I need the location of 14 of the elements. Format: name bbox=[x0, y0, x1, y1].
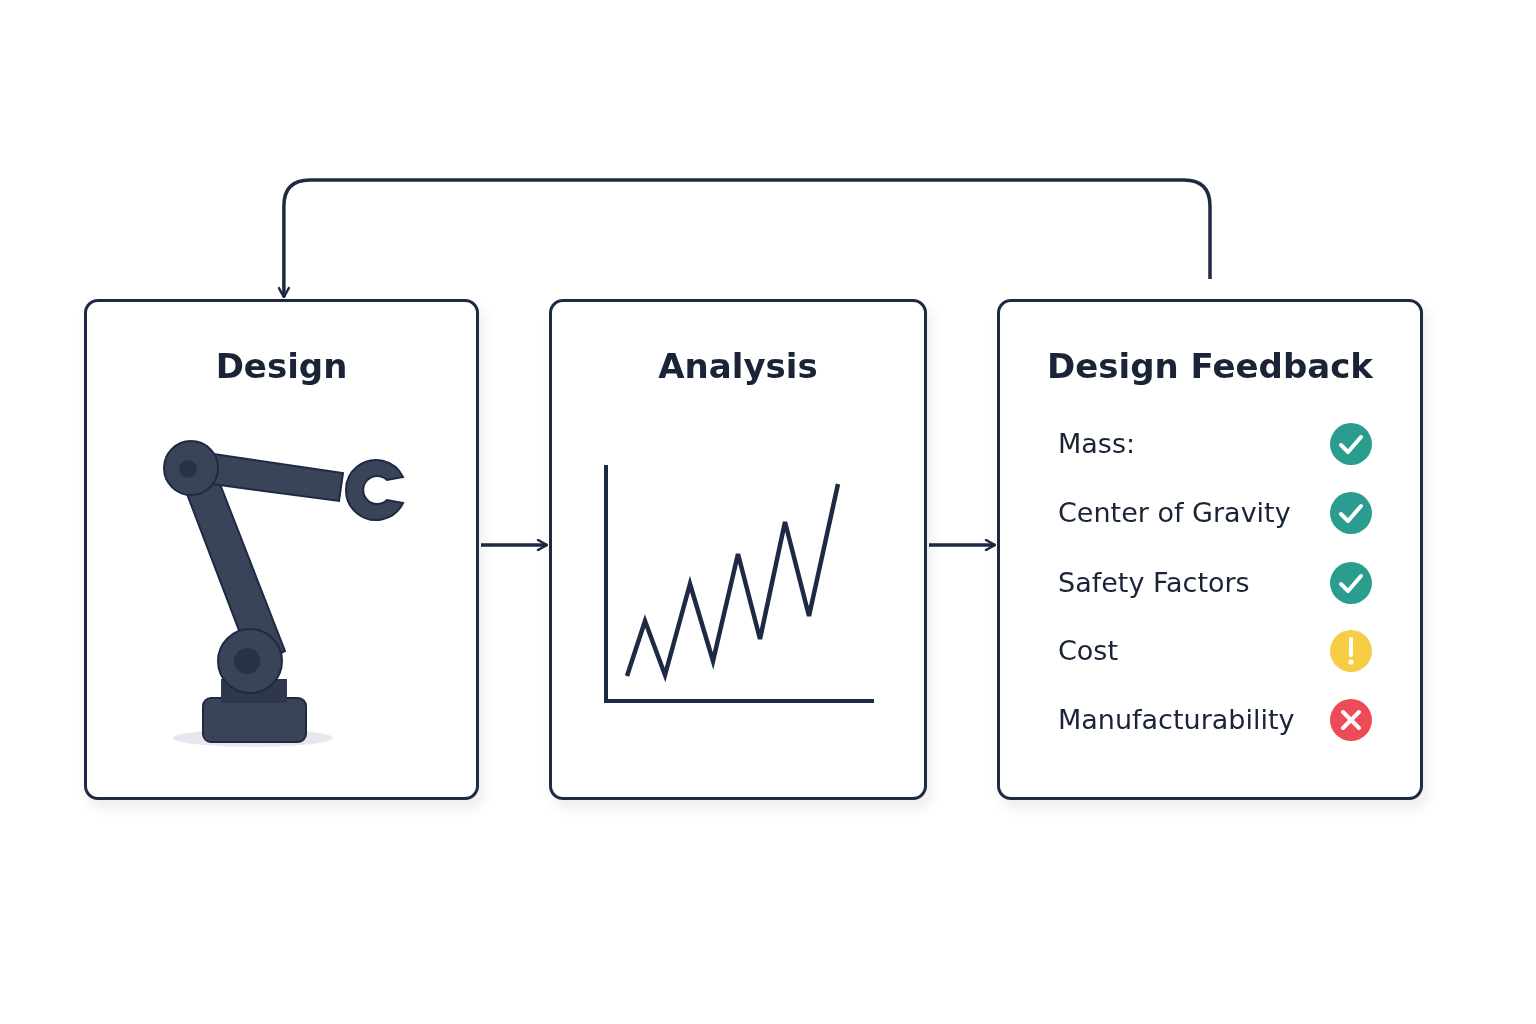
arrow bbox=[929, 538, 997, 552]
process-box bbox=[549, 299, 927, 800]
arrow bbox=[277, 178, 1212, 299]
box-title: Analysis bbox=[657, 346, 819, 386]
criterion-label: Manufacturability bbox=[1058, 706, 1295, 733]
process-box bbox=[84, 299, 479, 800]
box-title: Design bbox=[214, 346, 349, 386]
criterion-label: Cost bbox=[1058, 637, 1119, 664]
process-box bbox=[997, 299, 1423, 800]
criterion-label: Safety Factors bbox=[1058, 569, 1250, 596]
arrow bbox=[481, 538, 549, 552]
criterion-label: Mass: bbox=[1058, 430, 1136, 457]
criterion-label: Center of Gravity bbox=[1058, 499, 1291, 526]
box-title: Design Feedback bbox=[1046, 346, 1374, 386]
